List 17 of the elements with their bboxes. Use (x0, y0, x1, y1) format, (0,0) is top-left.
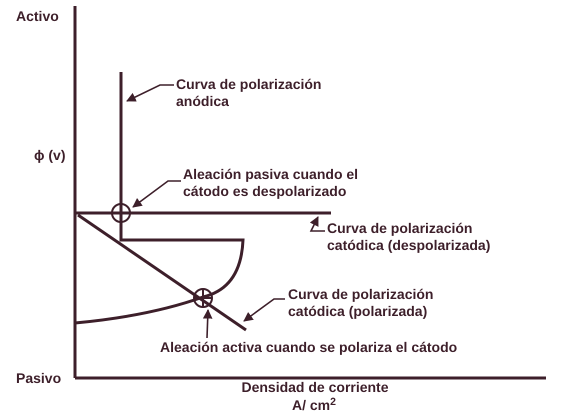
axis-label: Pasivo (16, 369, 62, 388)
axis-label: A/ cm$^{2}$ (292, 398, 336, 411)
callout-text: Curva de polarización anódica (176, 76, 322, 110)
polarization-line (75, 212, 331, 214)
leader-line (132, 180, 181, 208)
callout-text: Curva de polarización catódica (polarizada) (288, 286, 434, 320)
callout-text: Aleación pasiva cuando el cátodo es despolarizado (183, 166, 360, 200)
axis-label: Activo (16, 7, 59, 26)
axis-label: Densidad de corriente (240, 379, 390, 395)
leader-line (126, 84, 174, 102)
leader-line (310, 216, 325, 232)
polarization-line (77, 214, 247, 332)
callout-text: Aleación activa cuando se polariza el cátodo (160, 339, 458, 356)
axis-label: ϕ (v) (34, 146, 66, 165)
leader-line (202, 309, 212, 338)
leader-line (243, 298, 285, 322)
callout-text: Curva de polarización catódica (despolarizada) (327, 220, 492, 254)
